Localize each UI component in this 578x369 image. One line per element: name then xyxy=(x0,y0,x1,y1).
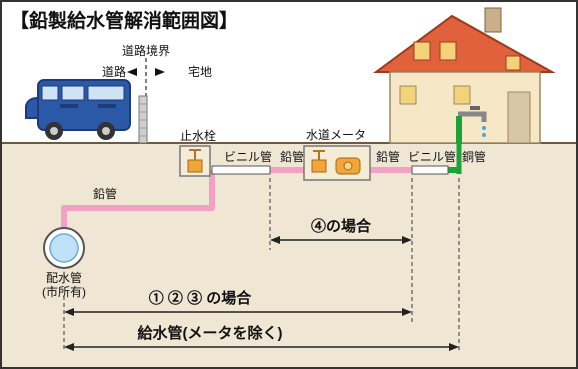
service-pipe-label: 給水管(メータを除く) xyxy=(138,324,283,342)
distribution-main-icon xyxy=(43,227,85,269)
diagram-title: 【鉛製給水管解消範囲図】 xyxy=(10,9,238,32)
stop-valve-icon xyxy=(179,145,211,177)
road-boundary-label: 道路境界 xyxy=(122,43,170,58)
water-meter-icon xyxy=(303,145,371,181)
case4-label: ④の場合 xyxy=(311,217,372,235)
case123-arrow xyxy=(64,308,412,316)
lead-pipe-label-right: 鉛管 xyxy=(376,149,400,164)
road-label: 道路 xyxy=(102,64,126,79)
lead-pipe-label-left: 鉛管 xyxy=(93,186,117,201)
vinyl-pipe-1 xyxy=(211,165,271,175)
distribution-main-label: 配水管 xyxy=(46,270,82,285)
truck-icon xyxy=(25,79,131,140)
residential-label: 宅地 xyxy=(188,64,212,79)
service-pipe-arrow xyxy=(64,343,459,351)
arrow-right-icon xyxy=(155,68,165,76)
arrow-left-icon xyxy=(127,68,137,76)
vinyl-pipe-label-2: ビニル管 xyxy=(408,149,456,164)
city-owned-label: (市所有) xyxy=(42,284,86,299)
vinyl-pipe-label-1: ビニル管 xyxy=(224,149,272,164)
soil-area xyxy=(2,143,576,367)
wall-post-icon xyxy=(138,95,148,144)
water-meter-label: 水道メータ xyxy=(306,128,366,142)
lead-pipe-main xyxy=(61,170,215,238)
house-icon xyxy=(372,7,556,144)
copper-pipe-label: 銅管 xyxy=(462,149,486,164)
case123-label: ① ② ③ の場合 xyxy=(149,289,253,307)
case4-arrow xyxy=(270,236,412,244)
vinyl-pipe-2 xyxy=(411,165,449,175)
lead-pipe-label-mid: 鉛管 xyxy=(280,149,304,164)
stop-valve-label: 止水栓 xyxy=(180,128,216,143)
